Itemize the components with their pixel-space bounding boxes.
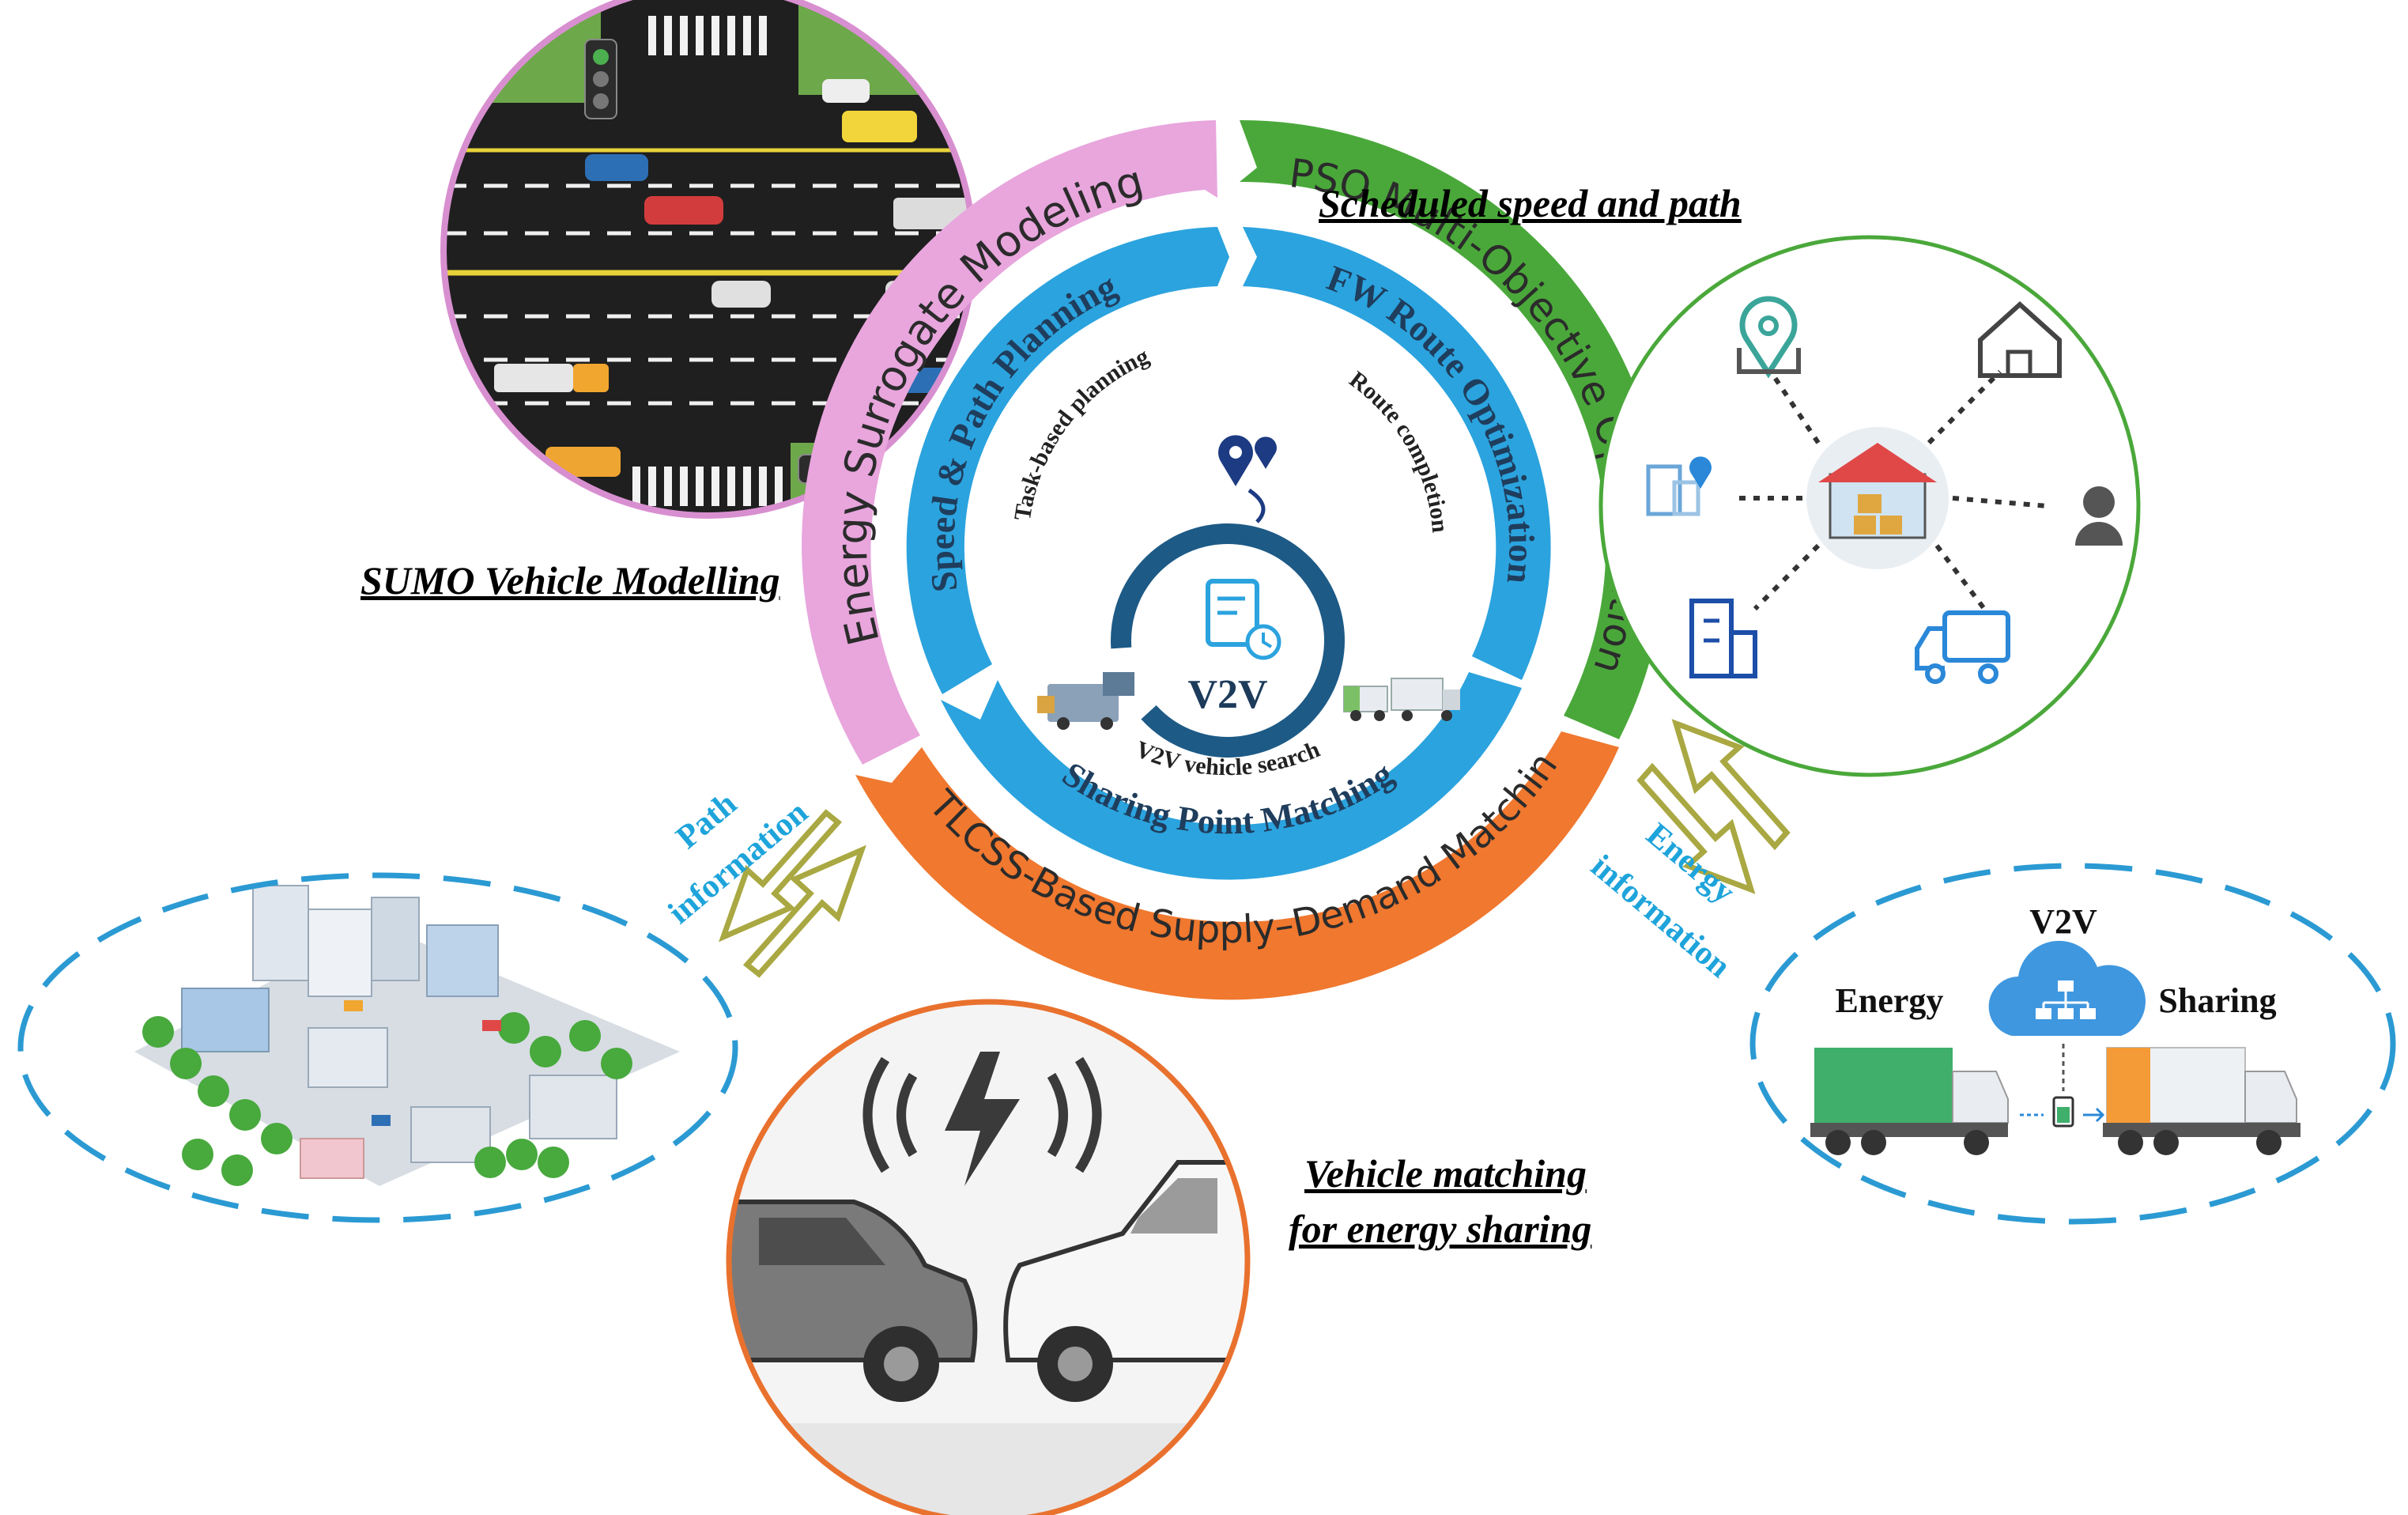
route-pin-icon: [1218, 435, 1278, 523]
scheduled-caption: Scheduled speed and path: [1319, 181, 1742, 225]
matching-caption-line2: for energy sharing: [1289, 1207, 1592, 1251]
v2v-title: V2V: [2029, 902, 2097, 941]
car-illustration: [729, 1200, 978, 1402]
city-location-icon: [1646, 456, 1712, 516]
center-cycle-ring: [1111, 523, 1345, 758]
sumo-caption: SUMO Vehicle Modelling: [360, 558, 780, 603]
energy-information-arrows: [1636, 719, 1791, 894]
middle-ring-left: [906, 227, 1229, 694]
warehouse-icon: [1806, 427, 1949, 569]
house-icon: [1978, 300, 2062, 378]
schedule-document-icon: [1206, 579, 1281, 660]
delivery-truck-icon: [1915, 610, 2010, 684]
v2v-energy-sharing-panel: V2V Energy Sharing: [1749, 863, 2396, 1225]
isometric-city-image: [134, 885, 680, 1186]
van-illustration: [1003, 1160, 1247, 1402]
outer-ring-orange: [855, 731, 1619, 1000]
green-truck: [1810, 1048, 2009, 1155]
city-map-panel: [17, 872, 738, 1223]
sumo-traffic-image: [440, 0, 976, 519]
matching-caption-line1: Vehicle matching: [1304, 1151, 1587, 1196]
person-icon: [2075, 486, 2123, 546]
sharing-label: Sharing: [2158, 981, 2276, 1020]
path-information-arrows: [719, 809, 866, 978]
orange-truck: [2103, 1047, 2300, 1155]
office-building-icon: [1689, 599, 1757, 678]
outer-ring-pink: [802, 120, 1217, 765]
logistics-network-panel: [1598, 235, 2141, 777]
middle-ring-bottom: [941, 672, 1522, 880]
energy-label: Energy: [1836, 981, 1944, 1020]
center-label: V2V: [1187, 672, 1267, 717]
battery-icon: [2020, 1044, 2105, 1128]
wireless-charging-icon: [862, 1052, 1102, 1186]
vehicle-matching-image: [726, 999, 1251, 1515]
location-pin-icon: [1737, 296, 1801, 379]
middle-ring-right: [1243, 227, 1551, 680]
truck-loading-image: [1037, 672, 1134, 730]
trucks-convoy-image: [1343, 678, 1460, 721]
outer-ring-green: [1240, 119, 1666, 740]
cloud-network-icon: [1988, 940, 2146, 1036]
